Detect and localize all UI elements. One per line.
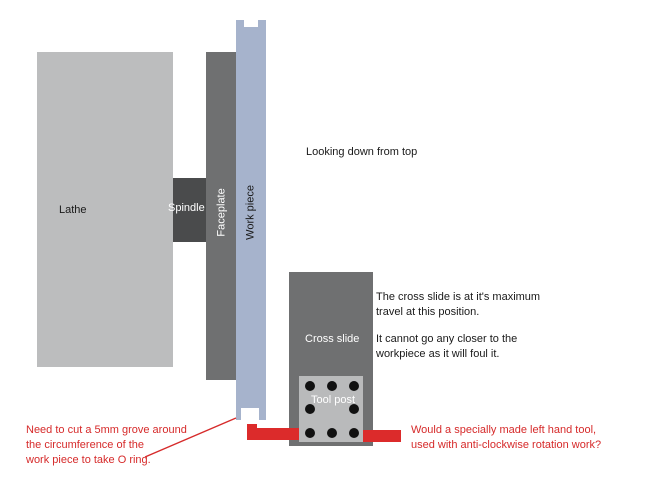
note-line: It cannot go any closer to the (376, 332, 518, 345)
workpiece (236, 20, 266, 420)
tool-post-hole (305, 428, 315, 438)
spindle-label: Spindle (168, 202, 205, 214)
cutting-tool-left (251, 428, 303, 440)
tool-post-hole (349, 428, 359, 438)
tool-post-hole (349, 404, 359, 414)
cutting-tool-tip (247, 424, 257, 440)
workpiece-label: Work piece (244, 185, 257, 240)
spindle (173, 178, 206, 242)
groove-note: Need to cut a 5mm grove around the circu… (26, 423, 187, 468)
faceplate (206, 52, 236, 380)
note-line: Need to cut a 5mm grove around (26, 424, 187, 436)
tool-post-hole (327, 381, 337, 391)
note-line: the circumference of the (26, 438, 145, 451)
cutting-tool-right (361, 430, 401, 442)
view-note: Looking down from top (306, 146, 418, 158)
workpiece-top-notch (244, 20, 258, 27)
lathe-body (37, 52, 173, 367)
note-line: used with anti-clockwise rotation work? (411, 438, 602, 451)
note-line: Would a specially made left hand tool, (411, 424, 597, 436)
tool-question-note: Would a specially made left hand tool, u… (411, 423, 601, 453)
tool-post-hole (305, 404, 315, 414)
tool-post-hole (305, 381, 315, 391)
tool-post-label: Tool post (311, 394, 356, 406)
tool-post-hole (327, 428, 337, 438)
note-line: workpiece as it will foul it. (376, 347, 500, 360)
note-line: work piece to take O ring. (26, 453, 151, 466)
note-line: travel at this position. (376, 305, 480, 318)
lathe-label: Lathe (59, 204, 87, 216)
tool-post-hole (349, 381, 359, 391)
faceplate-label: Faceplate (215, 188, 228, 237)
cross-slide-label: Cross slide (305, 333, 360, 345)
cross-slide-note: The cross slide is at it's maximum trave… (376, 290, 540, 361)
note-line: The cross slide is at it's maximum (376, 291, 541, 303)
workpiece-bottom-notch (241, 408, 259, 420)
